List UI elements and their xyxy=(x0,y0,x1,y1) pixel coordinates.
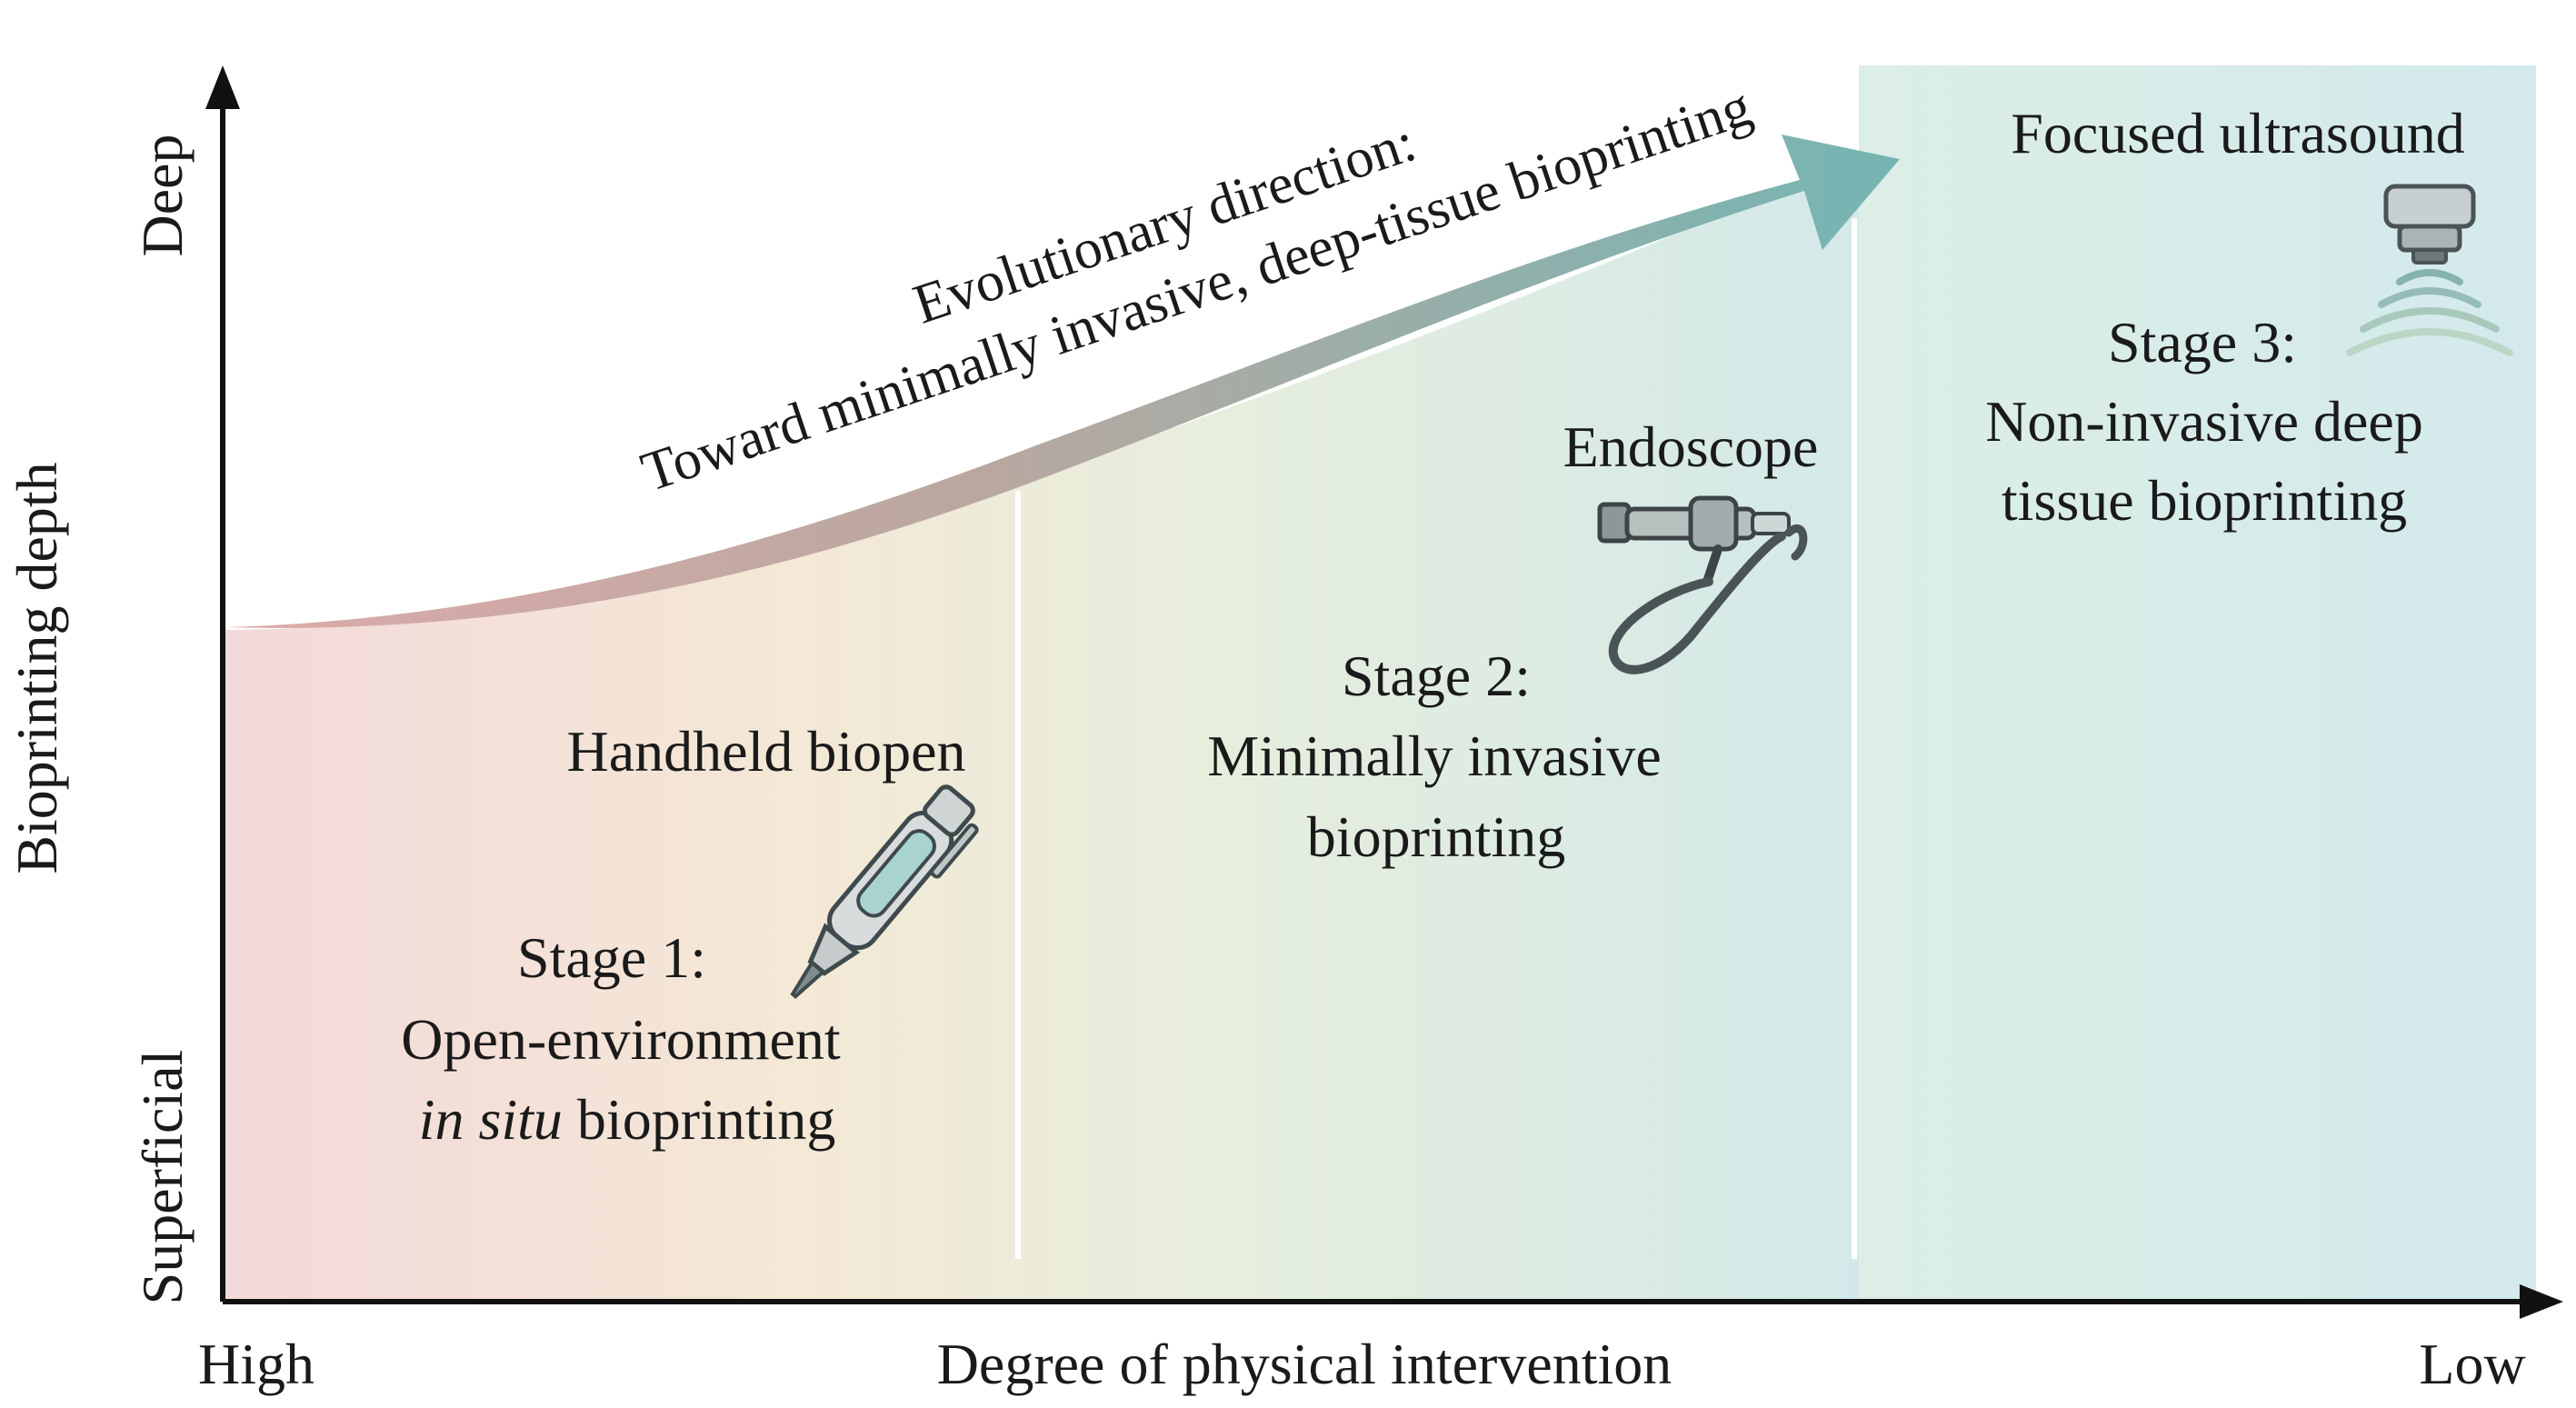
x-axis-right-label: Low xyxy=(2419,1332,2525,1396)
x-axis-left-label: High xyxy=(198,1332,315,1396)
y-axis-arrowhead xyxy=(205,65,240,109)
stage-1: Handheld biopen Stage 1: Open-environmen… xyxy=(401,719,979,1152)
stage1-title: Stage 1: xyxy=(517,925,706,990)
stage2-desc-line1: Minimally invasive xyxy=(1207,724,1662,788)
stage1-tool-label: Handheld biopen xyxy=(567,719,966,784)
y-axis-title: Bioprinting depth xyxy=(5,462,69,874)
x-axis-title: Degree of physical intervention xyxy=(937,1332,1672,1396)
ultrasound-transducer-icon xyxy=(2346,184,2513,356)
stage-region-fill xyxy=(223,155,1859,1302)
x-axis-arrowhead xyxy=(2520,1284,2563,1319)
stage3-title: Stage 3: xyxy=(2108,310,2297,374)
endoscope-icon xyxy=(1597,495,1808,674)
stage2-title: Stage 2: xyxy=(1342,644,1531,708)
background-regions xyxy=(223,65,2536,1302)
stage2-desc-line2: bioprinting xyxy=(1307,804,1565,869)
biopen-icon xyxy=(790,784,979,999)
stage2-tool-label: Endoscope xyxy=(1563,414,1819,479)
stage-2: Endoscope Stage 2: Minimally invasive bi… xyxy=(1207,414,1818,869)
stage-3: Focused ultrasound Stage 3: Non-invasive… xyxy=(1985,101,2513,533)
y-axis-top-label: Deep xyxy=(130,134,195,256)
stage1-desc-line1: Open-environment xyxy=(401,1007,841,1072)
y-axis-bottom-label: Superficial xyxy=(130,1050,195,1305)
stage3-tool-label: Focused ultrasound xyxy=(2011,101,2465,165)
axes xyxy=(205,65,2563,1319)
stage3-desc-line2: tissue bioprinting xyxy=(2002,468,2407,533)
stage1-desc-line2: in situ bioprinting xyxy=(419,1087,836,1152)
stage3-desc-line1: Non-invasive deep xyxy=(1985,389,2423,454)
